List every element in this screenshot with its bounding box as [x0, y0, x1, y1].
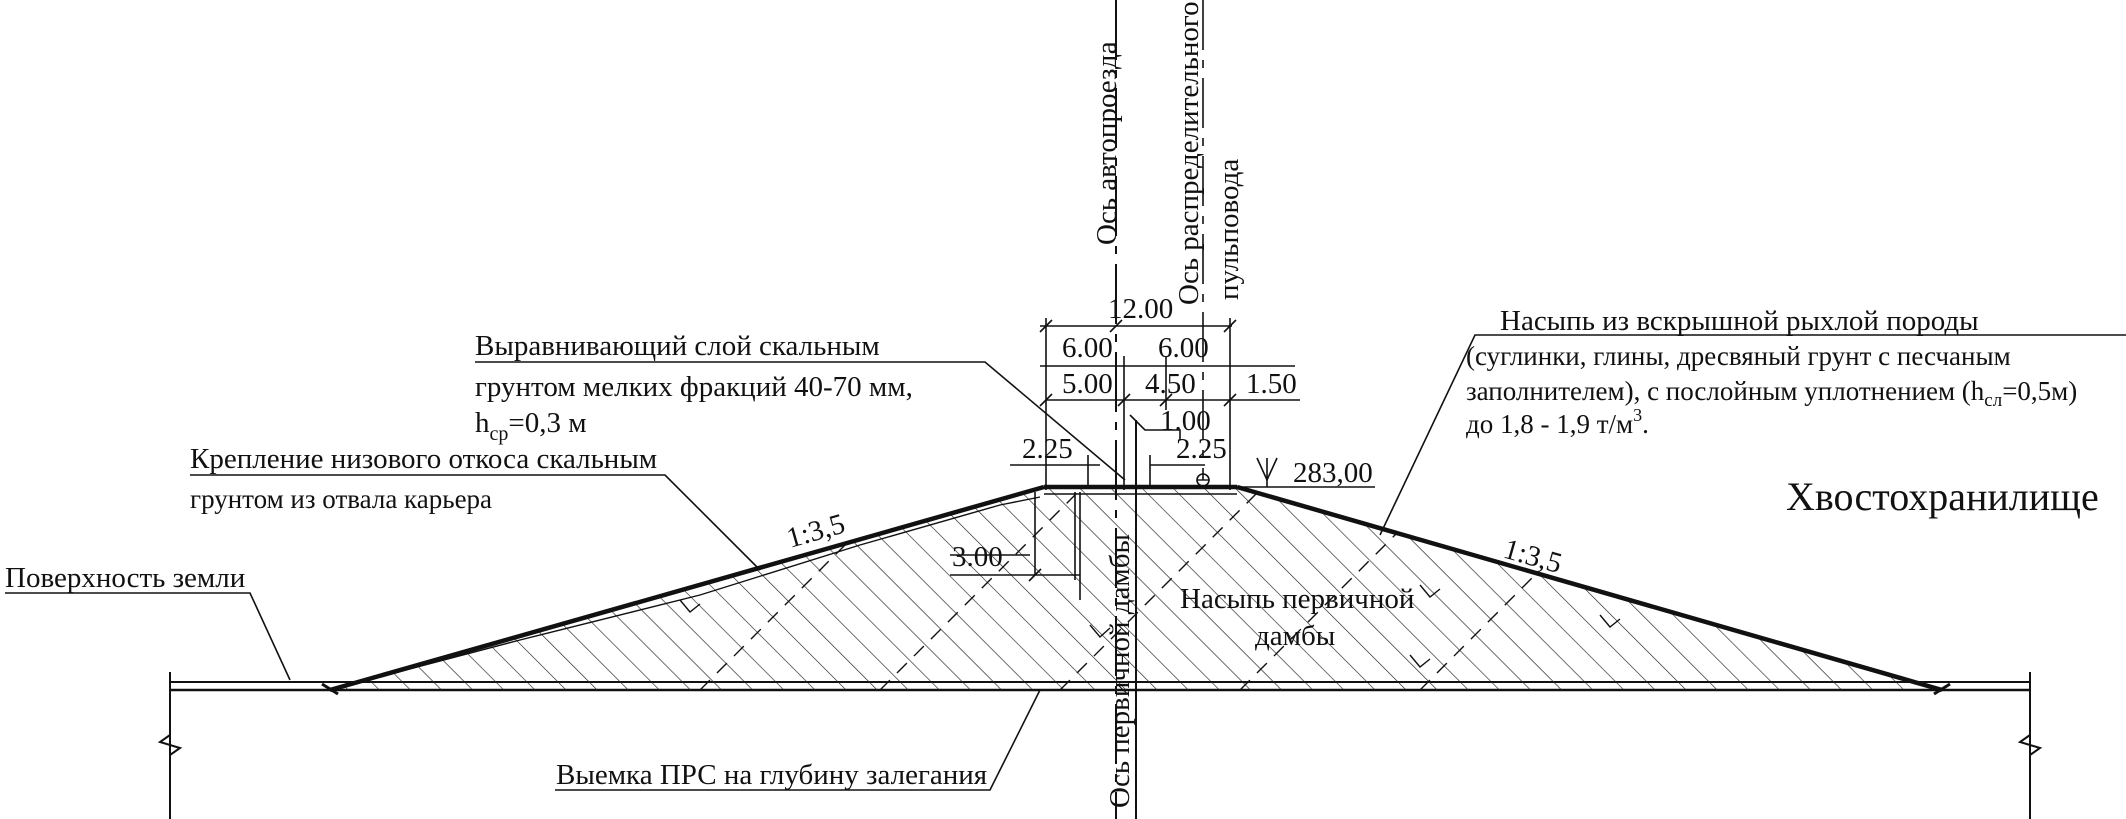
dim-right-edge: 1.50 — [1246, 368, 1297, 400]
road-axis-label: Ось автопроезда — [1091, 41, 1123, 245]
pipeline-axis-label-line2: пульповода — [1213, 159, 1245, 300]
dim-right-half: 6.00 — [1158, 332, 1209, 364]
topsoil-removal-label: Выемка ПРС на глубину залегания — [556, 759, 987, 791]
fill-material-label-line4: до 1,8 - 1,9 т/м3. — [1466, 405, 1649, 439]
ground-surface-label: Поверхность земли — [5, 562, 245, 594]
leveling-layer-label-h: hср=0,3 м — [475, 407, 587, 445]
dimension-chains — [950, 318, 1375, 600]
dam-body-label-line1: Насыпь первичной — [1180, 583, 1414, 615]
dim-pipe-offset: 1.00 — [1160, 405, 1211, 437]
fill-material-label-line2: (суглинки, глины, дресвяный грунт с песч… — [1466, 341, 2011, 371]
fill-material-label-line1: Насыпь из вскрышной рыхлой породы — [1500, 305, 1979, 337]
slope-protection-label-line1: Крепление низового откоса скальным — [190, 443, 657, 475]
leveling-layer-label-line2: грунтом мелких фракций 40-70 мм, — [475, 371, 913, 403]
dam-axis-label: Ось первичной дамбы — [1104, 534, 1136, 808]
dim-left-half: 6.00 — [1062, 332, 1113, 364]
leader-lines — [5, 334, 2126, 791]
dim-left-shoulder: 2.25 — [1022, 433, 1073, 465]
dim-total-width: 12.00 — [1108, 293, 1173, 325]
dim-left-road: 5.00 — [1062, 368, 1113, 400]
leveling-layer-label-line1: Выравнивающий слой скальным — [475, 330, 880, 362]
dim-right-road: 4.50 — [1145, 368, 1196, 400]
tailings-label: Хвостохранилище — [1786, 474, 2099, 519]
fill-material-label-line3: заполнителем), с послойным уплотнением (… — [1466, 376, 2077, 411]
slope-protection-label-line2: грунтом из отвала карьера — [190, 484, 492, 514]
pipeline-axis-label-line1: Ось распределительного — [1173, 1, 1205, 305]
dim-dam-height: 3.00 — [952, 541, 1003, 573]
dam-body-label-line2: дамбы — [1255, 620, 1335, 652]
ground-surface-line — [157, 672, 2043, 819]
dim-right-shoulder: 2.25 — [1176, 433, 1227, 465]
crest-elevation: 283,00 — [1293, 457, 1373, 489]
